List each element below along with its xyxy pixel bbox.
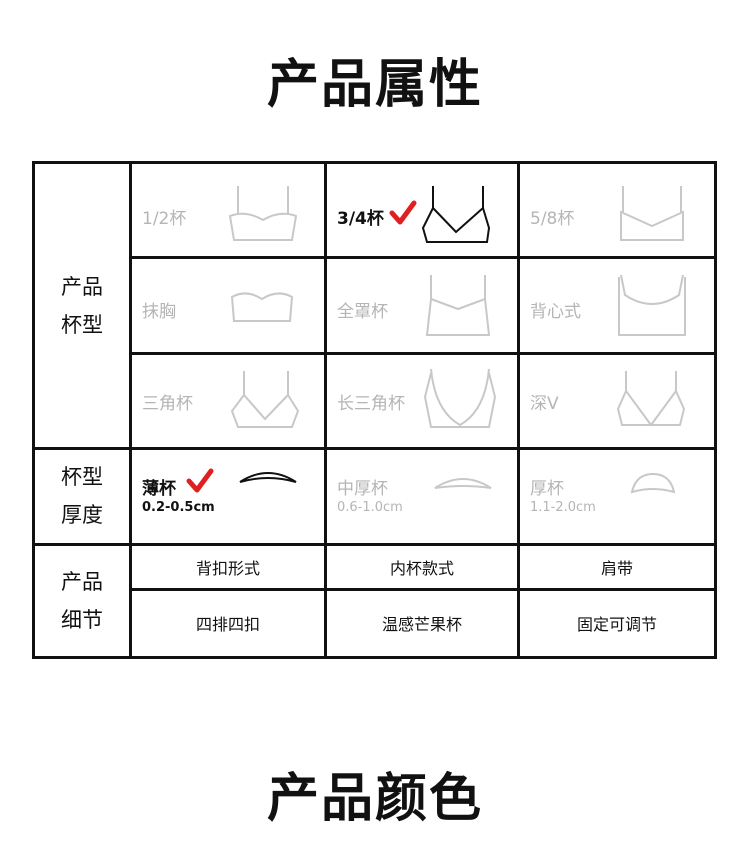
thickness-option-label: 厚杯 <box>530 479 564 500</box>
three-quarter-cup-bra-icon <box>421 186 491 243</box>
cup-option-label: 长三角杯 <box>337 393 405 414</box>
cup-type-header: 产品 杯型 <box>32 160 132 451</box>
medium-pad-icon <box>434 478 492 490</box>
thickness-header-line1: 杯型 <box>61 465 103 490</box>
cup-type-header-line1: 产品 <box>61 274 103 299</box>
checkmark-icon <box>186 468 214 493</box>
cup-option-deep-v: 深V <box>517 351 717 451</box>
thickness-header: 杯型 厚度 <box>32 447 132 546</box>
cup-option-bandeau: 抹胸 <box>129 256 327 355</box>
cup-option-vest: 背心式 <box>517 256 717 355</box>
half-cup-bra-icon <box>228 186 298 241</box>
thickness-header-line2: 厚度 <box>61 503 103 528</box>
cup-option-five-eighths: 5/8杯 <box>517 160 717 260</box>
cup-option-label: 深V <box>530 393 559 414</box>
cup-option-label: 抹胸 <box>142 302 176 323</box>
thin-pad-icon <box>239 472 297 484</box>
detail-value-inner-cup: 温感芒果杯 <box>324 587 520 660</box>
checkmark-icon <box>389 200 417 225</box>
deep-v-bra-icon <box>616 370 686 427</box>
thickness-option-thin: 薄杯 0.2-0.5cm <box>129 447 327 546</box>
cup-option-triangle: 三角杯 <box>129 351 327 451</box>
thickness-option-range: 1.1-2.0cm <box>530 500 596 516</box>
long-triangle-bra-icon <box>423 368 497 428</box>
bandeau-bra-icon <box>230 292 294 323</box>
thickness-option-label: 薄杯 <box>142 479 176 500</box>
triangle-bra-icon <box>230 370 300 428</box>
detail-value-strap: 固定可调节 <box>517 587 717 660</box>
cup-option-label: 全罩杯 <box>337 302 388 323</box>
cup-option-label: 3/4杯 <box>337 209 384 229</box>
cup-type-header-line2: 杯型 <box>61 312 103 337</box>
five-eighths-cup-bra-icon <box>620 186 684 241</box>
thickness-option-label: 中厚杯 <box>337 479 388 500</box>
cup-option-label: 5/8杯 <box>530 209 575 229</box>
details-header: 产品 细节 <box>32 542 132 659</box>
detail-value-clasp: 四排四扣 <box>129 587 327 660</box>
details-header-line1: 产品 <box>61 569 103 594</box>
thickness-option-thick: 厚杯 1.1-2.0cm <box>517 447 717 546</box>
vest-bra-icon <box>618 275 686 337</box>
full-cup-bra-icon <box>425 275 491 337</box>
detail-label-clasp: 背扣形式 <box>129 542 327 591</box>
cup-option-label: 三角杯 <box>142 393 193 414</box>
cup-option-long-triangle: 长三角杯 <box>324 351 520 451</box>
details-header-line2: 细节 <box>61 607 103 632</box>
thickness-option-medium: 中厚杯 0.6-1.0cm <box>324 447 520 546</box>
cup-option-label: 1/2杯 <box>142 209 187 229</box>
detail-label-inner-cup: 内杯款式 <box>324 542 520 591</box>
page-title-attributes: 产品属性 <box>266 55 483 115</box>
cup-option-half: 1/2杯 <box>129 160 327 260</box>
page-title-colors: 产品颜色 <box>266 769 483 829</box>
cup-option-three-quarter: 3/4杯 <box>324 160 520 260</box>
attributes-table: 产品 杯型 1/2杯 3/4杯 5/ <box>32 160 717 660</box>
thick-pad-icon <box>630 473 676 494</box>
thickness-option-range: 0.2-0.5cm <box>142 500 215 516</box>
thickness-option-range: 0.6-1.0cm <box>337 500 403 516</box>
detail-label-strap: 肩带 <box>517 542 717 591</box>
cup-option-full: 全罩杯 <box>324 256 520 355</box>
cup-option-label: 背心式 <box>530 302 581 323</box>
